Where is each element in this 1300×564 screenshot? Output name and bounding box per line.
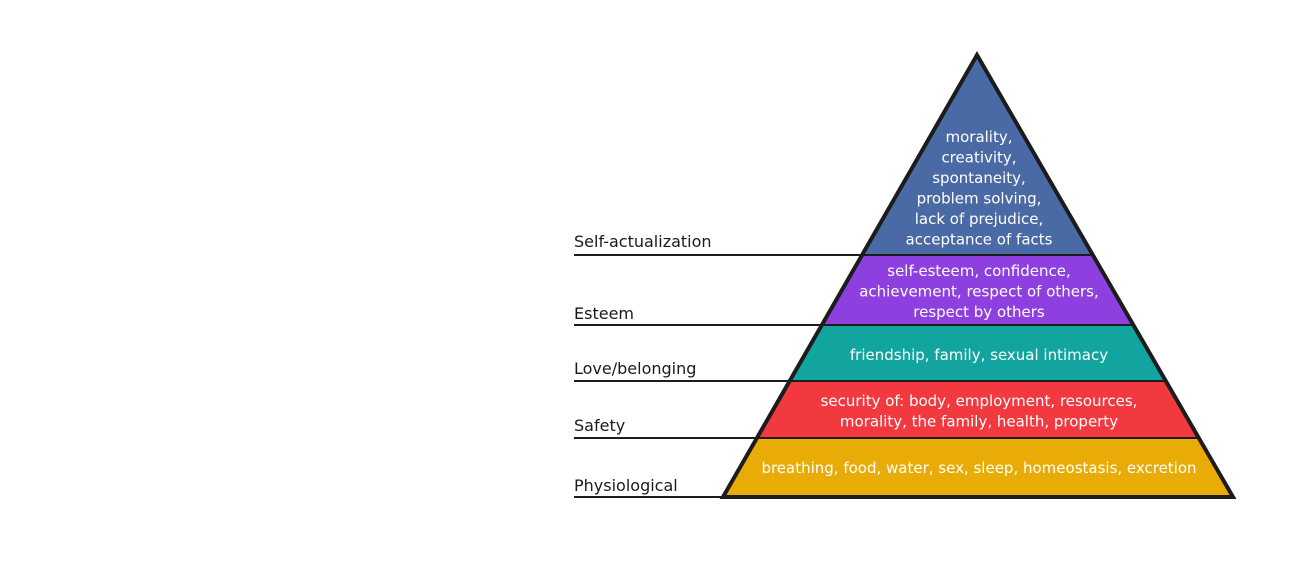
- band-text-esteem: achievement, respect of others,: [859, 283, 1099, 301]
- band-text-self-actualization: acceptance of facts: [906, 231, 1053, 249]
- band-text-esteem: respect by others: [913, 303, 1045, 321]
- band-text-physiological: breathing, food, water, sex, sleep, home…: [761, 459, 1196, 477]
- band-text-self-actualization: lack of prejudice,: [915, 210, 1043, 228]
- pyramid-outer-outline: [719, 50, 1237, 499]
- band-text-safety: morality, the family, health, property: [840, 413, 1118, 431]
- label-leader-lines: [574, 254, 863, 498]
- level-label-love-belonging: Love/belonging: [574, 359, 696, 378]
- band-text-esteem: self-esteem, confidence,: [887, 262, 1071, 280]
- band-text-safety: security of: body, employment, resources…: [821, 392, 1138, 410]
- band-text-self-actualization: spontaneity,: [932, 169, 1026, 187]
- level-labels: Self-actualizationEsteemLove/belongingSa…: [574, 232, 712, 495]
- pyramid-outline: [719, 50, 1237, 499]
- band-text-self-actualization: creativity,: [941, 149, 1016, 167]
- level-label-self-actualization: Self-actualization: [574, 232, 712, 251]
- band-descriptions: morality, creativity, spontaneity, problem …: [761, 128, 1196, 477]
- band-text-self-actualization: problem solving,: [917, 190, 1042, 208]
- level-label-esteem: Esteem: [574, 304, 634, 323]
- level-label-physiological: Physiological: [574, 476, 678, 495]
- band-text-love-belonging: friendship, family, sexual intimacy: [850, 346, 1108, 364]
- level-label-safety: Safety: [574, 416, 625, 435]
- band-text-self-actualization: morality,: [945, 128, 1012, 146]
